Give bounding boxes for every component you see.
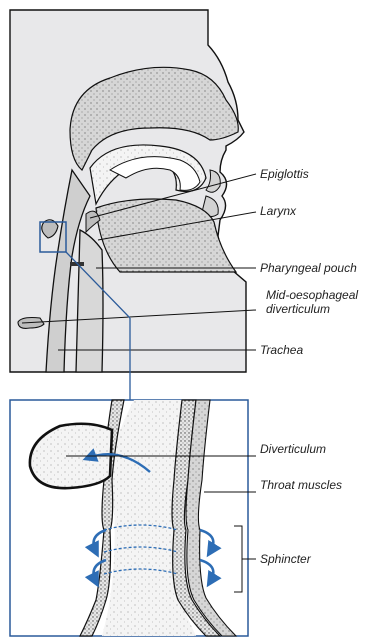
label-mid-oesophageal-2: diverticulum [266,302,330,316]
label-diverticulum: Diverticulum [260,442,326,456]
trachea-tube [76,230,103,372]
label-pharyngeal-pouch: Pharyngeal pouch [260,261,357,275]
zoom-panel [10,400,256,636]
label-sphincter: Sphincter [260,552,312,566]
head-section [10,10,256,372]
label-mid-oesophageal: Mid-oesophageal [266,288,358,302]
label-larynx: Larynx [260,204,297,218]
label-epiglottis: Epiglottis [260,167,309,181]
label-throat-muscles: Throat muscles [260,478,342,492]
labels: Epiglottis Larynx Pharyngeal pouch Mid-o… [260,167,358,566]
label-trachea: Trachea [260,343,303,357]
